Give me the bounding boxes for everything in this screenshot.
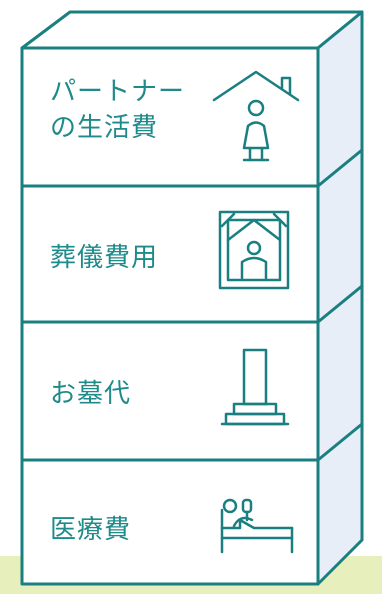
side-divider-2 [316,284,364,324]
block-label-partner-living-cost: パートナー の生活費 [50,74,185,146]
side-divider-1 [316,148,364,188]
stack-side-face [316,10,364,586]
stack-front-face [20,46,320,586]
side-divider-3 [316,422,364,462]
block-label-line-2: の生活費 [50,113,159,143]
block-label-funeral-cost: 葬儀費用 [50,243,159,273]
gravestone-icon [220,348,290,426]
block-label-line-1: パートナー [50,77,186,107]
funeral-portrait-icon [218,210,290,290]
stack-top-face [20,10,364,50]
house-woman-icon [212,70,300,162]
hospital-bed-patient-icon [220,498,294,554]
block-label-medical-cost: 医療費 [50,515,132,545]
block-label-grave-cost: お墓代 [50,379,132,409]
